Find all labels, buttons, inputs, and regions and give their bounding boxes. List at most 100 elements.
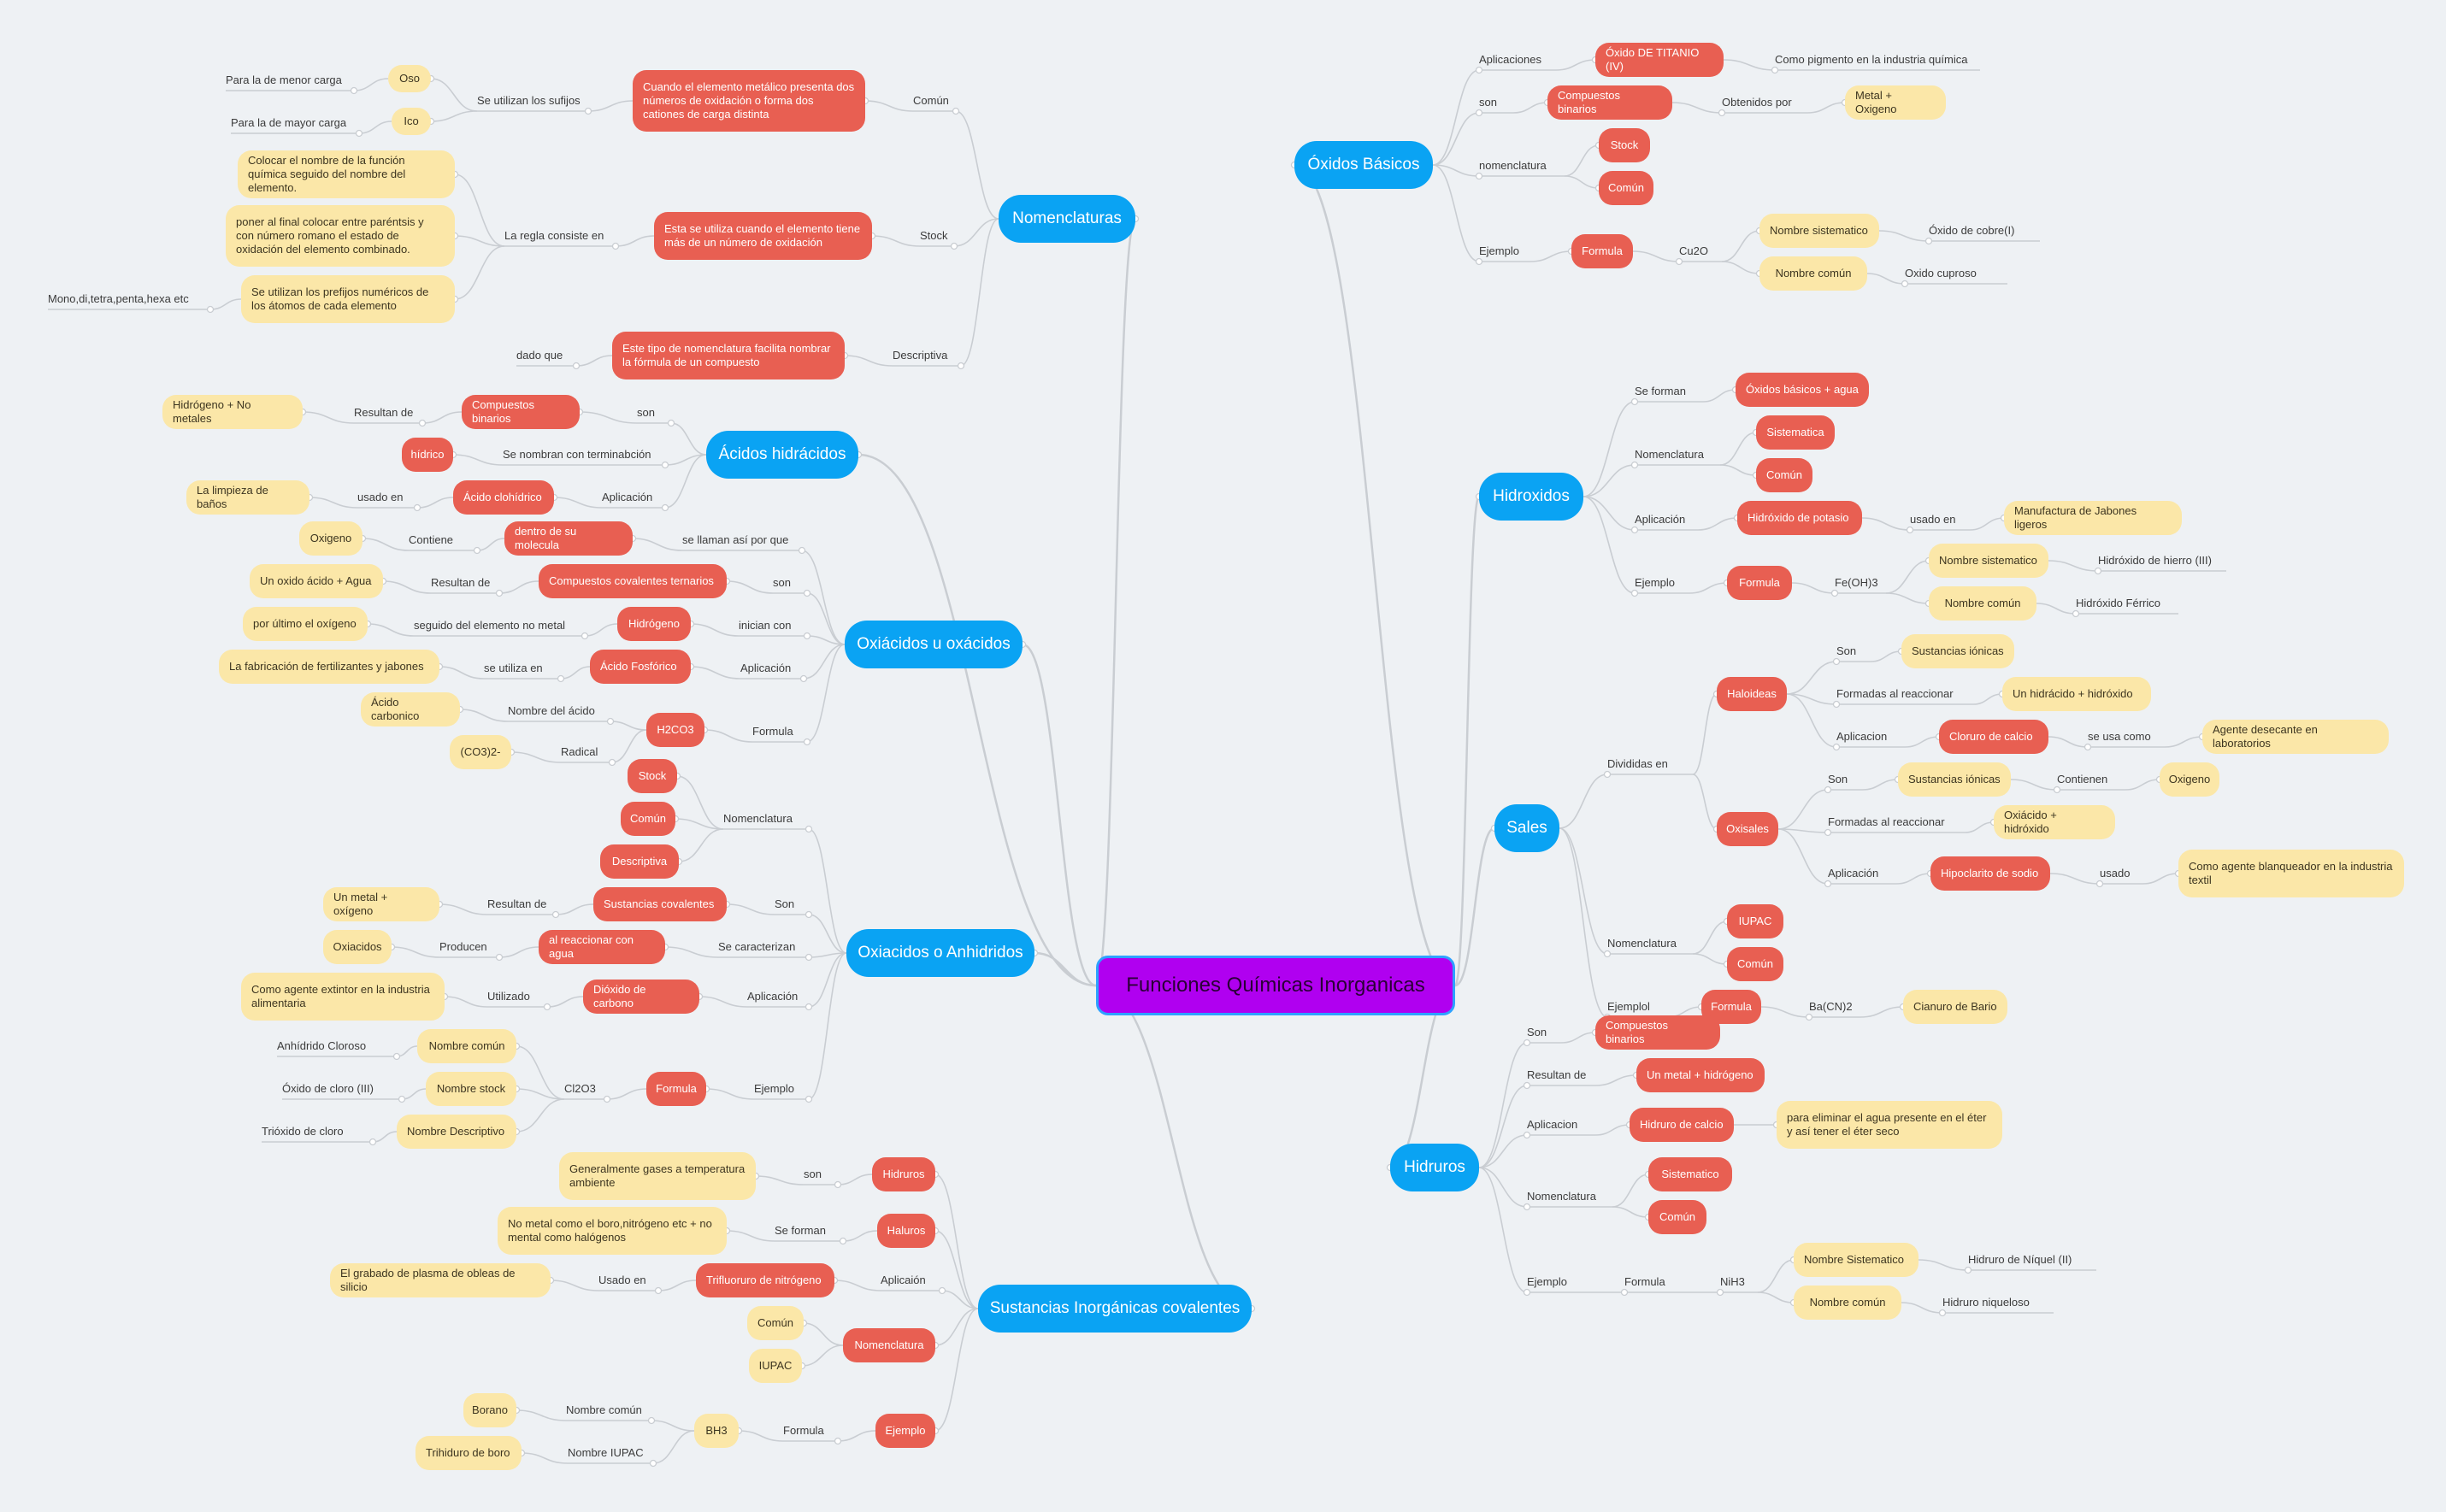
- node-acid-usado[interactable]: usado en: [357, 491, 404, 503]
- node-sic-nc[interactable]: Nombre común: [566, 1403, 642, 1416]
- handle-sal-bacn[interactable]: [1805, 1013, 1813, 1021]
- node-oxb-nc[interactable]: Nombre común: [1759, 256, 1867, 291]
- node-oxi-son[interactable]: son: [773, 576, 791, 589]
- node-sal[interactable]: Sales: [1494, 804, 1559, 852]
- node-sic-bh3[interactable]: BH3: [694, 1414, 739, 1448]
- node-anh-anh[interactable]: Anhídrido Cloroso: [277, 1039, 367, 1052]
- handle-sic-nc[interactable]: [647, 1416, 656, 1425]
- node-sal-oapl[interactable]: Aplicación: [1828, 867, 1879, 880]
- node-oxi-seg[interactable]: seguido del elemento no metal: [414, 619, 566, 632]
- handle-hx-hf[interactable]: [2072, 609, 2080, 618]
- handle-nom-ico-t[interactable]: [355, 129, 363, 138]
- handle-oxb-apl[interactable]: [1475, 66, 1483, 74]
- node-nom-com-r[interactable]: Cuando el elemento metálico presenta dos…: [633, 70, 865, 132]
- node-hu-hc[interactable]: Hidruro de calcio: [1630, 1108, 1734, 1142]
- node-sal-comun[interactable]: Común: [1727, 947, 1783, 981]
- handle-sic-apl[interactable]: [938, 1286, 946, 1295]
- node-anh-mo[interactable]: Un metal + oxígeno: [323, 887, 439, 921]
- node-anh-stock[interactable]: Stock: [628, 759, 677, 793]
- node-oxb-form[interactable]: Formula: [1571, 234, 1633, 268]
- handle-sal-nom[interactable]: [1603, 950, 1612, 958]
- node-nom-y3[interactable]: Se utilizan los prefijos numéricos de lo…: [241, 275, 455, 323]
- node-oxi-carb[interactable]: Ácido carbonico: [361, 692, 460, 727]
- handle-anh-anh[interactable]: [392, 1052, 401, 1061]
- handle-oxb-obt[interactable]: [1718, 109, 1726, 117]
- handle-oxi-apl[interactable]: [799, 674, 808, 683]
- node-hx-hp[interactable]: Hidróxido de potasio: [1737, 501, 1862, 535]
- handle-nom-desc[interactable]: [957, 362, 965, 370]
- handle-oxb-son[interactable]: [1475, 109, 1483, 117]
- handle-hx-ej[interactable]: [1630, 589, 1639, 597]
- node-hx-jab[interactable]: Manufactura de Jabones ligeros: [2004, 501, 2182, 535]
- node-hu-eter[interactable]: para eliminar el agua presente en el éte…: [1777, 1101, 2002, 1149]
- node-oxb-cup[interactable]: Oxido cuproso: [1905, 267, 1977, 279]
- handle-anh-util[interactable]: [543, 1003, 551, 1011]
- node-hu-hniq[interactable]: Hidruro niqueloso: [1942, 1296, 2030, 1309]
- node-sal-hson[interactable]: Son: [1836, 644, 1857, 657]
- node-acid[interactable]: Ácidos hidrácidos: [706, 431, 858, 479]
- node-acid-cb[interactable]: Compuestos binarios: [462, 395, 580, 429]
- handle-hu-form[interactable]: [1620, 1288, 1629, 1297]
- node-nom-dado[interactable]: dado que: [516, 349, 563, 362]
- node-hx-feoh[interactable]: Fe(OH)3: [1835, 576, 1878, 589]
- handle-hx-forman[interactable]: [1630, 397, 1639, 406]
- node-sic-graba[interactable]: El grabado de plasma de obleas de silici…: [330, 1263, 551, 1297]
- node-sal-si2[interactable]: Sustancias iónicas: [1898, 762, 2011, 797]
- handle-hu-nom[interactable]: [1523, 1203, 1531, 1211]
- handle-hu-hniq[interactable]: [1938, 1309, 1947, 1317]
- handle-anh-apl[interactable]: [805, 1003, 813, 1011]
- node-hx-ej[interactable]: Ejemplo: [1635, 576, 1675, 589]
- node-anh-res[interactable]: Resultan de: [487, 897, 547, 910]
- node-oxb-cu2o[interactable]: Cu2O: [1679, 244, 1708, 257]
- node-nom-regla[interactable]: La regla consiste en: [504, 229, 604, 242]
- node-sal-bacn[interactable]: Ba(CN)2: [1809, 1000, 1853, 1013]
- node-oxb-nom[interactable]: nomenclatura: [1479, 159, 1547, 172]
- node-oxi-h2co3[interactable]: H2CO3: [646, 713, 704, 747]
- node-sic-gas[interactable]: Generalmente gases a temperatura ambient…: [559, 1152, 756, 1200]
- node-hu-com[interactable]: Común: [1648, 1200, 1706, 1234]
- node-sic-nm[interactable]: No metal como el boro,nitrógeno etc + no…: [498, 1207, 727, 1255]
- handle-oxb-cup[interactable]: [1901, 279, 1909, 288]
- handle-nom-dado[interactable]: [572, 362, 581, 370]
- node-oxi-hidr[interactable]: Hidrógeno: [617, 607, 691, 641]
- node-oxi-contiene[interactable]: Contiene: [409, 533, 454, 546]
- handle-sic-usado[interactable]: [654, 1286, 663, 1295]
- node-hx-oba[interactable]: Óxidos básicos + agua: [1736, 373, 1869, 407]
- handle-hu-res[interactable]: [1523, 1081, 1531, 1090]
- handle-acid-son[interactable]: [667, 419, 675, 427]
- node-nom-y2[interactable]: poner al final colocar entre paréntsis y…: [226, 205, 455, 267]
- node-sic-forman[interactable]: Se forman: [775, 1224, 826, 1237]
- node-anh-son[interactable]: Son: [775, 897, 795, 910]
- node-anh-apl[interactable]: Aplicación: [747, 990, 799, 1003]
- node-sal-usa[interactable]: se usa como: [2088, 730, 2151, 743]
- node-nom-y1[interactable]: Colocar el nombre de la función química …: [238, 150, 455, 198]
- node-hx-com[interactable]: Común: [1756, 458, 1812, 492]
- node-sal-si1[interactable]: Sustancias iónicas: [1901, 634, 2014, 668]
- node-hx-apl[interactable]: Aplicación: [1635, 513, 1686, 526]
- handle-nom-oso-t[interactable]: [350, 86, 358, 95]
- node-sal-ofr[interactable]: Formadas al reaccionar: [1828, 815, 1945, 828]
- node-oxb-comun[interactable]: Común: [1599, 171, 1653, 205]
- node-acid-limp[interactable]: La limpieza de baños: [186, 480, 309, 515]
- node-hu-sis[interactable]: Sistematico: [1648, 1157, 1732, 1191]
- node-anh-tri[interactable]: Trióxido de cloro: [262, 1125, 344, 1138]
- node-hu-hni[interactable]: Hidruro de Níquel (II): [1968, 1253, 2072, 1266]
- node-sal-hh[interactable]: Un hidrácido + hidróxido: [2002, 677, 2151, 711]
- node-anh-nom[interactable]: Nomenclatura: [723, 812, 793, 825]
- handle-oxi-son[interactable]: [803, 589, 811, 597]
- node-anh-car[interactable]: Se caracterizan: [718, 940, 796, 953]
- handle-acid-term[interactable]: [661, 461, 669, 469]
- node-hu-ns[interactable]: Nombre Sistematico: [1794, 1243, 1918, 1277]
- node-root[interactable]: Funciones Químicas Inorganicas: [1096, 956, 1455, 1015]
- node-anh-comun[interactable]: Común: [621, 802, 675, 836]
- handle-hu-son[interactable]: [1523, 1038, 1531, 1047]
- node-nom-desc-r[interactable]: Este tipo de nomenclatura facilita nombr…: [612, 332, 845, 379]
- node-nom-com[interactable]: Común: [913, 94, 949, 107]
- handle-oxi-inic[interactable]: [803, 632, 811, 640]
- handle-anh-res[interactable]: [551, 910, 560, 919]
- node-anh-nc[interactable]: Nombre común: [417, 1029, 516, 1063]
- handle-hx-feoh[interactable]: [1830, 589, 1839, 597]
- handle-anh-car[interactable]: [805, 953, 813, 962]
- node-sal-hapl[interactable]: Aplicacion: [1836, 730, 1888, 743]
- node-sic-form[interactable]: Formula: [783, 1424, 824, 1437]
